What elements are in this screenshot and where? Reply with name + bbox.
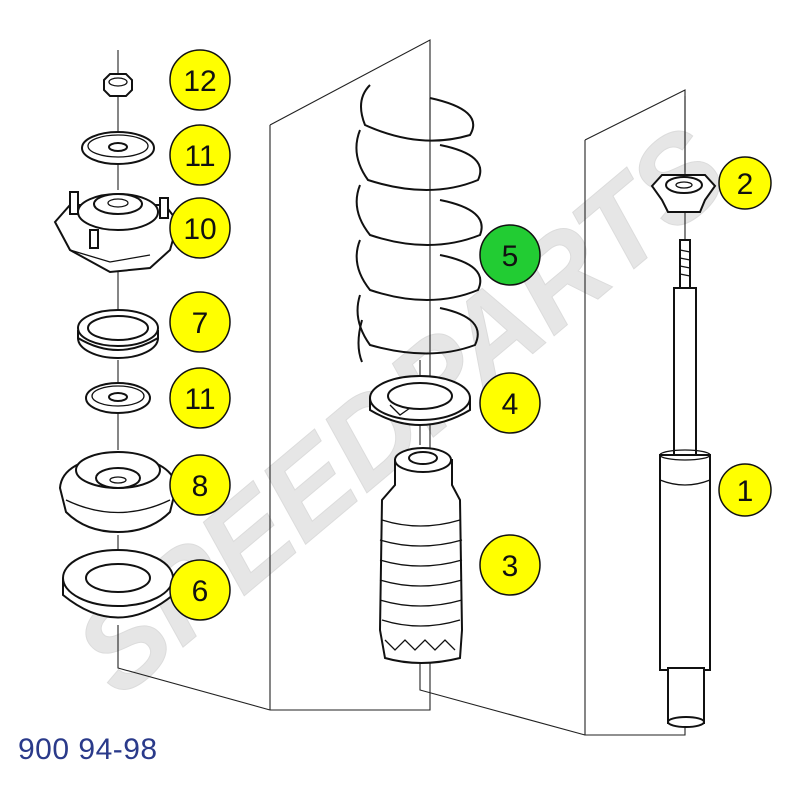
callout-8-circle xyxy=(169,454,231,516)
assembly-frames xyxy=(269,39,686,736)
callout-6-label: 6 xyxy=(192,575,209,608)
callout-2: 2 xyxy=(718,156,772,210)
washer-lower-part xyxy=(85,382,151,414)
callout-11-lower-circle xyxy=(169,367,231,429)
callout-7-circle xyxy=(169,291,231,353)
callout-10-circle xyxy=(169,197,231,259)
callout-10-label: 10 xyxy=(183,213,216,246)
callout-5-label: 5 xyxy=(502,240,519,273)
axis-lines xyxy=(117,50,686,736)
callout-11-top: 11 xyxy=(169,124,231,186)
callout-1: 1 xyxy=(718,463,772,517)
upper-shock-mount-part xyxy=(650,174,717,213)
callout-7: 7 xyxy=(169,291,231,353)
callout-11-lower-label: 11 xyxy=(184,383,215,416)
callout-11-lower: 11 xyxy=(169,367,231,429)
callout-12: 12 xyxy=(169,49,231,111)
bearing-ring-part xyxy=(77,309,159,359)
callout-6-circle xyxy=(169,559,231,621)
coil-spring-part xyxy=(355,84,483,363)
callout-11-top-circle xyxy=(169,124,231,186)
callout-4: 4 xyxy=(479,372,541,434)
dust-boot-part xyxy=(378,447,464,664)
washer-top-part xyxy=(81,131,155,165)
callout-4-circle xyxy=(479,372,541,434)
callout-8: 8 xyxy=(169,454,231,516)
spring-seat-lower-part xyxy=(62,549,174,619)
callout-7-label: 7 xyxy=(192,307,209,340)
callout-3-circle xyxy=(479,534,541,596)
callout-8-label: 8 xyxy=(192,470,209,503)
callout-1-label: 1 xyxy=(737,475,754,508)
top-mount-part xyxy=(53,191,180,274)
callout-5-circle xyxy=(479,224,541,286)
callout-4-label: 4 xyxy=(502,388,519,421)
shock-absorber-part xyxy=(659,239,711,728)
callout-5: 5 xyxy=(479,224,541,286)
model-caption: 900 94-98 xyxy=(18,733,158,766)
nut-part xyxy=(103,73,133,97)
callout-3: 3 xyxy=(479,534,541,596)
callout-10: 10 xyxy=(169,197,231,259)
callout-3-label: 3 xyxy=(502,550,519,583)
callout-6: 6 xyxy=(169,559,231,621)
callout-12-label: 12 xyxy=(183,65,216,98)
callout-11-top-label: 11 xyxy=(184,140,215,173)
callout-12-circle xyxy=(169,49,231,111)
spring-seat-upper-part xyxy=(58,451,178,534)
callout-2-label: 2 xyxy=(737,168,754,201)
callout-2-circle xyxy=(718,156,772,210)
spring-pad-part xyxy=(369,375,471,426)
callout-1-circle xyxy=(718,463,772,517)
